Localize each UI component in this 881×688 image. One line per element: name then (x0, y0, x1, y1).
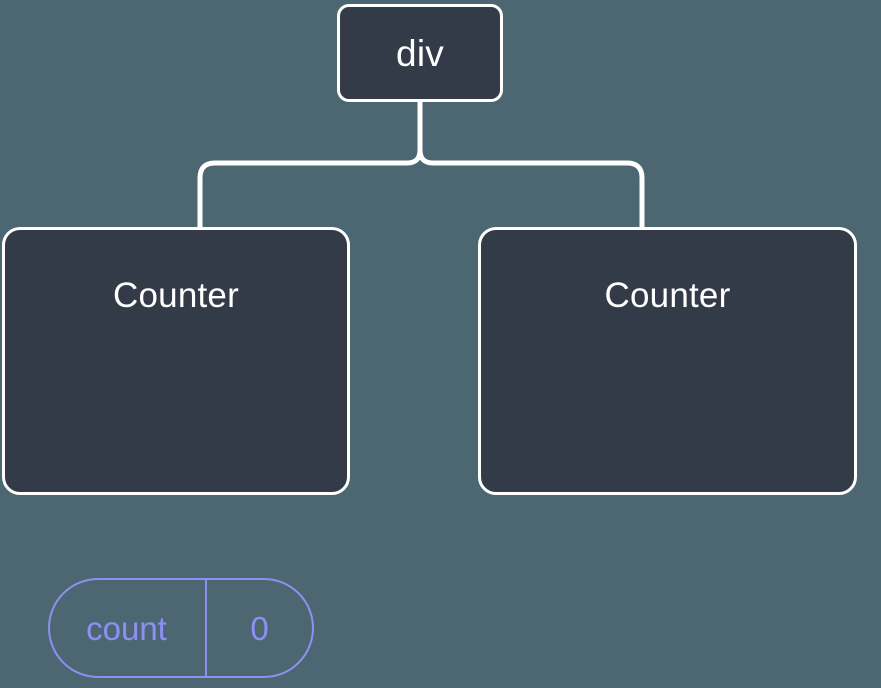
state-value-label: 0 (250, 609, 269, 647)
counter-left-title: Counter (113, 276, 239, 315)
connector-path (197, 99, 423, 230)
connector-path (417, 99, 645, 230)
node-counter-right[interactable]: Counter count 1 (478, 227, 857, 495)
node-div-label: div (396, 32, 444, 74)
state-key-label: count (50, 580, 207, 676)
state-pill-count-left[interactable]: count 0 (48, 578, 314, 678)
diagram-canvas: div Counter count 0 Counter count 1 (2, 4, 857, 678)
node-counter-left[interactable]: Counter count 0 (2, 227, 350, 678)
node-div[interactable]: div (337, 4, 503, 102)
counter-right-title: Counter (604, 276, 731, 315)
